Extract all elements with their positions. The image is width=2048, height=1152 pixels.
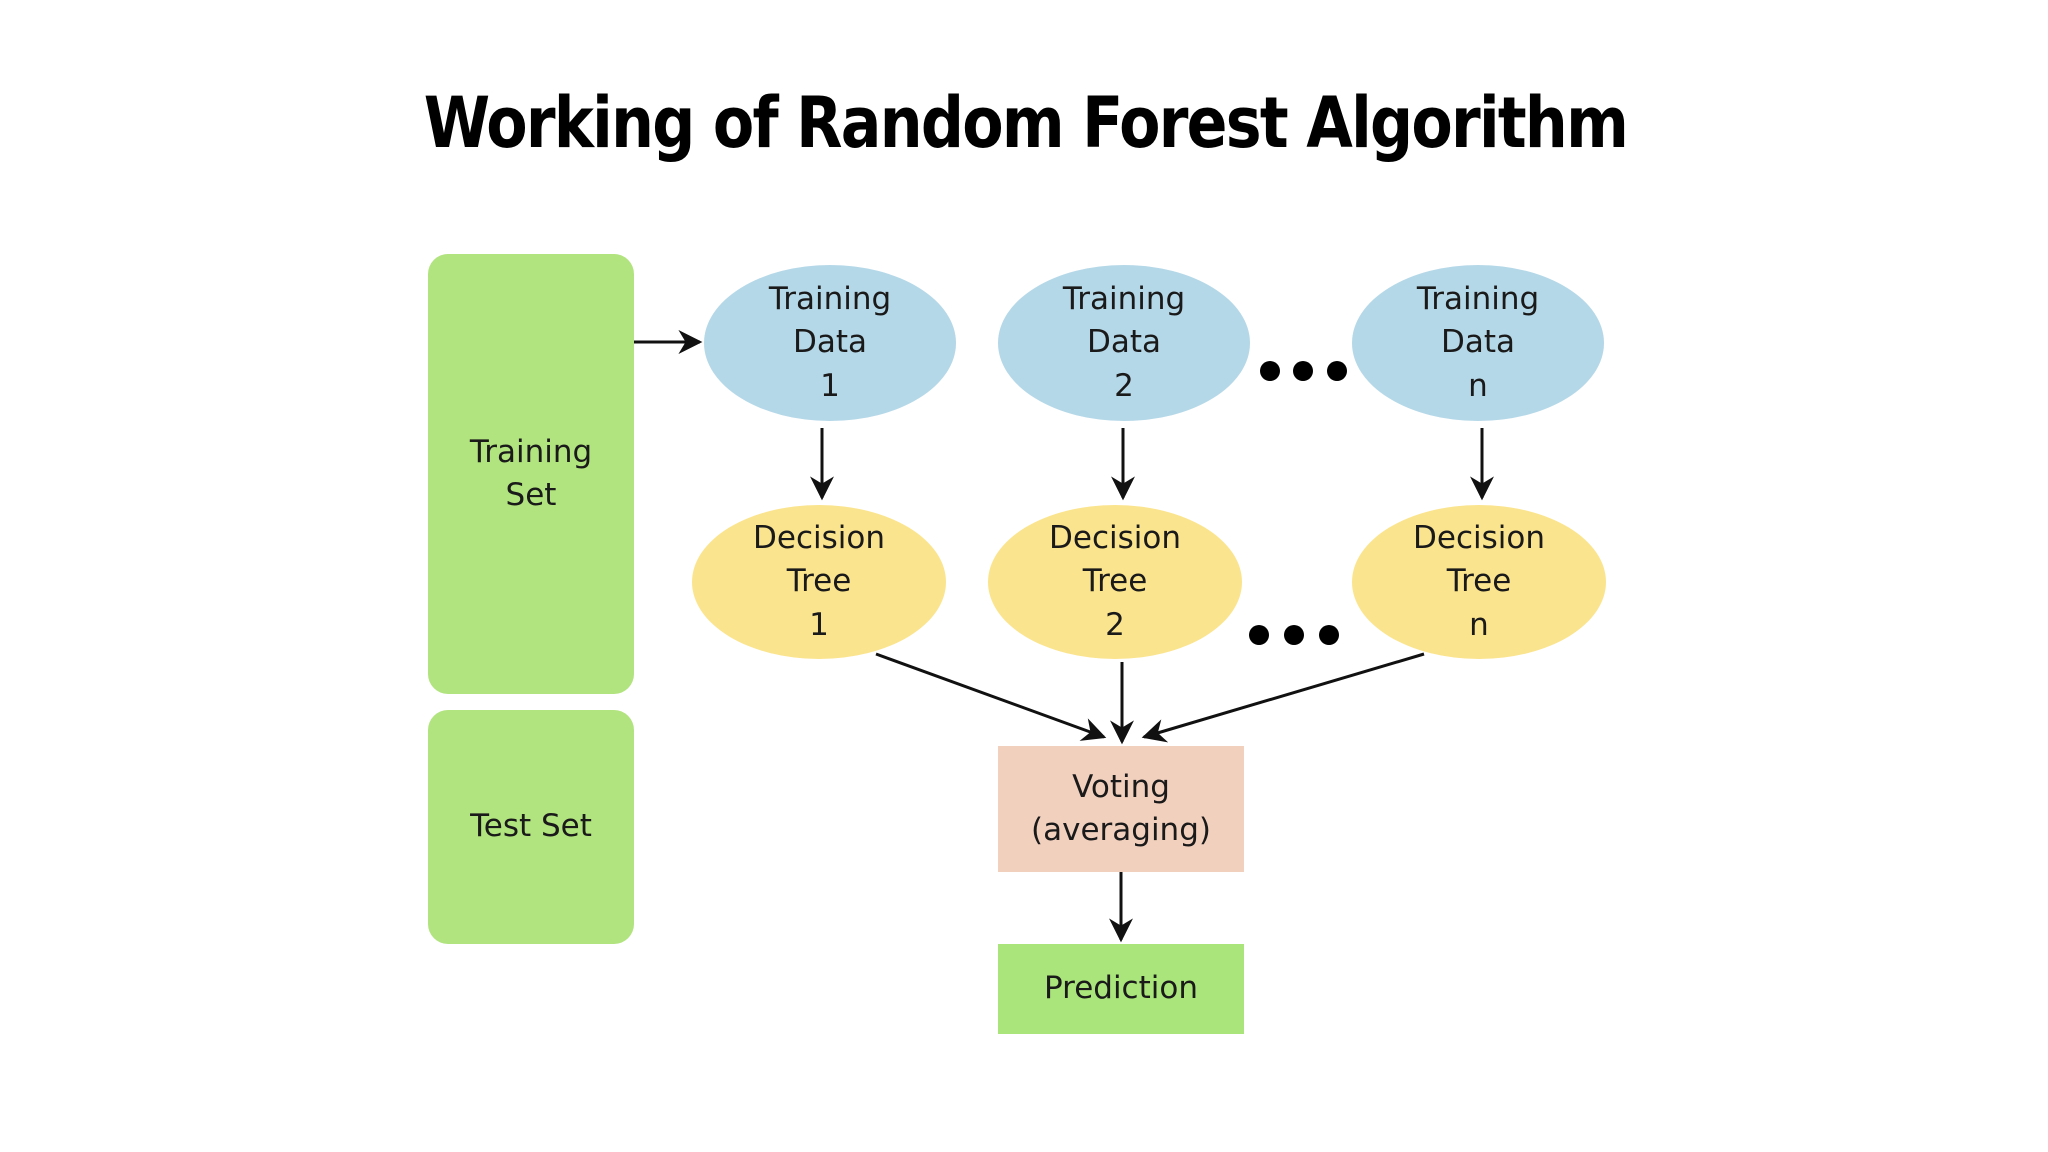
- training-data-node-n: Training Data n: [1352, 265, 1604, 421]
- arrow-treen-to-voting: [1141, 652, 1425, 743]
- decision-tree-node-1: Decision Tree 1: [692, 505, 946, 659]
- training-data-node-1: Training Data 1: [704, 265, 956, 421]
- diagram-title: Working of Random Forest Algorithm: [423, 82, 1629, 164]
- training-data-label: Training Data 2: [1062, 280, 1186, 404]
- decision-tree-label: Decision Tree 1: [753, 519, 885, 643]
- test-set-box: Test Set: [428, 710, 634, 944]
- decision-tree-node-n: Decision Tree n: [1352, 505, 1606, 659]
- prediction-box: Prediction: [998, 944, 1244, 1034]
- prediction-label: Prediction: [1043, 970, 1198, 1007]
- training-set-box: Training Set: [428, 254, 634, 694]
- training-data-label: Training Data 1: [768, 280, 892, 404]
- voting-box: Voting (averaging): [998, 746, 1244, 872]
- training-data-label: Training Data n: [1416, 280, 1540, 404]
- decision-tree-node-2: Decision Tree 2: [988, 505, 1242, 659]
- voting-label: Voting (averaging): [1031, 768, 1211, 848]
- decision-tree-label: Decision Tree n: [1413, 519, 1545, 643]
- training-set-label: Training Set: [469, 433, 593, 513]
- training-data-node-2: Training Data 2: [998, 265, 1250, 421]
- decision-tree-label: Decision Tree 2: [1049, 519, 1181, 643]
- arrow-tree1-to-voting: [875, 652, 1107, 741]
- ellipsis-dots-bottom: [1249, 625, 1339, 645]
- test-set-label: Test Set: [470, 808, 592, 845]
- ellipsis-dots-top: [1260, 361, 1347, 381]
